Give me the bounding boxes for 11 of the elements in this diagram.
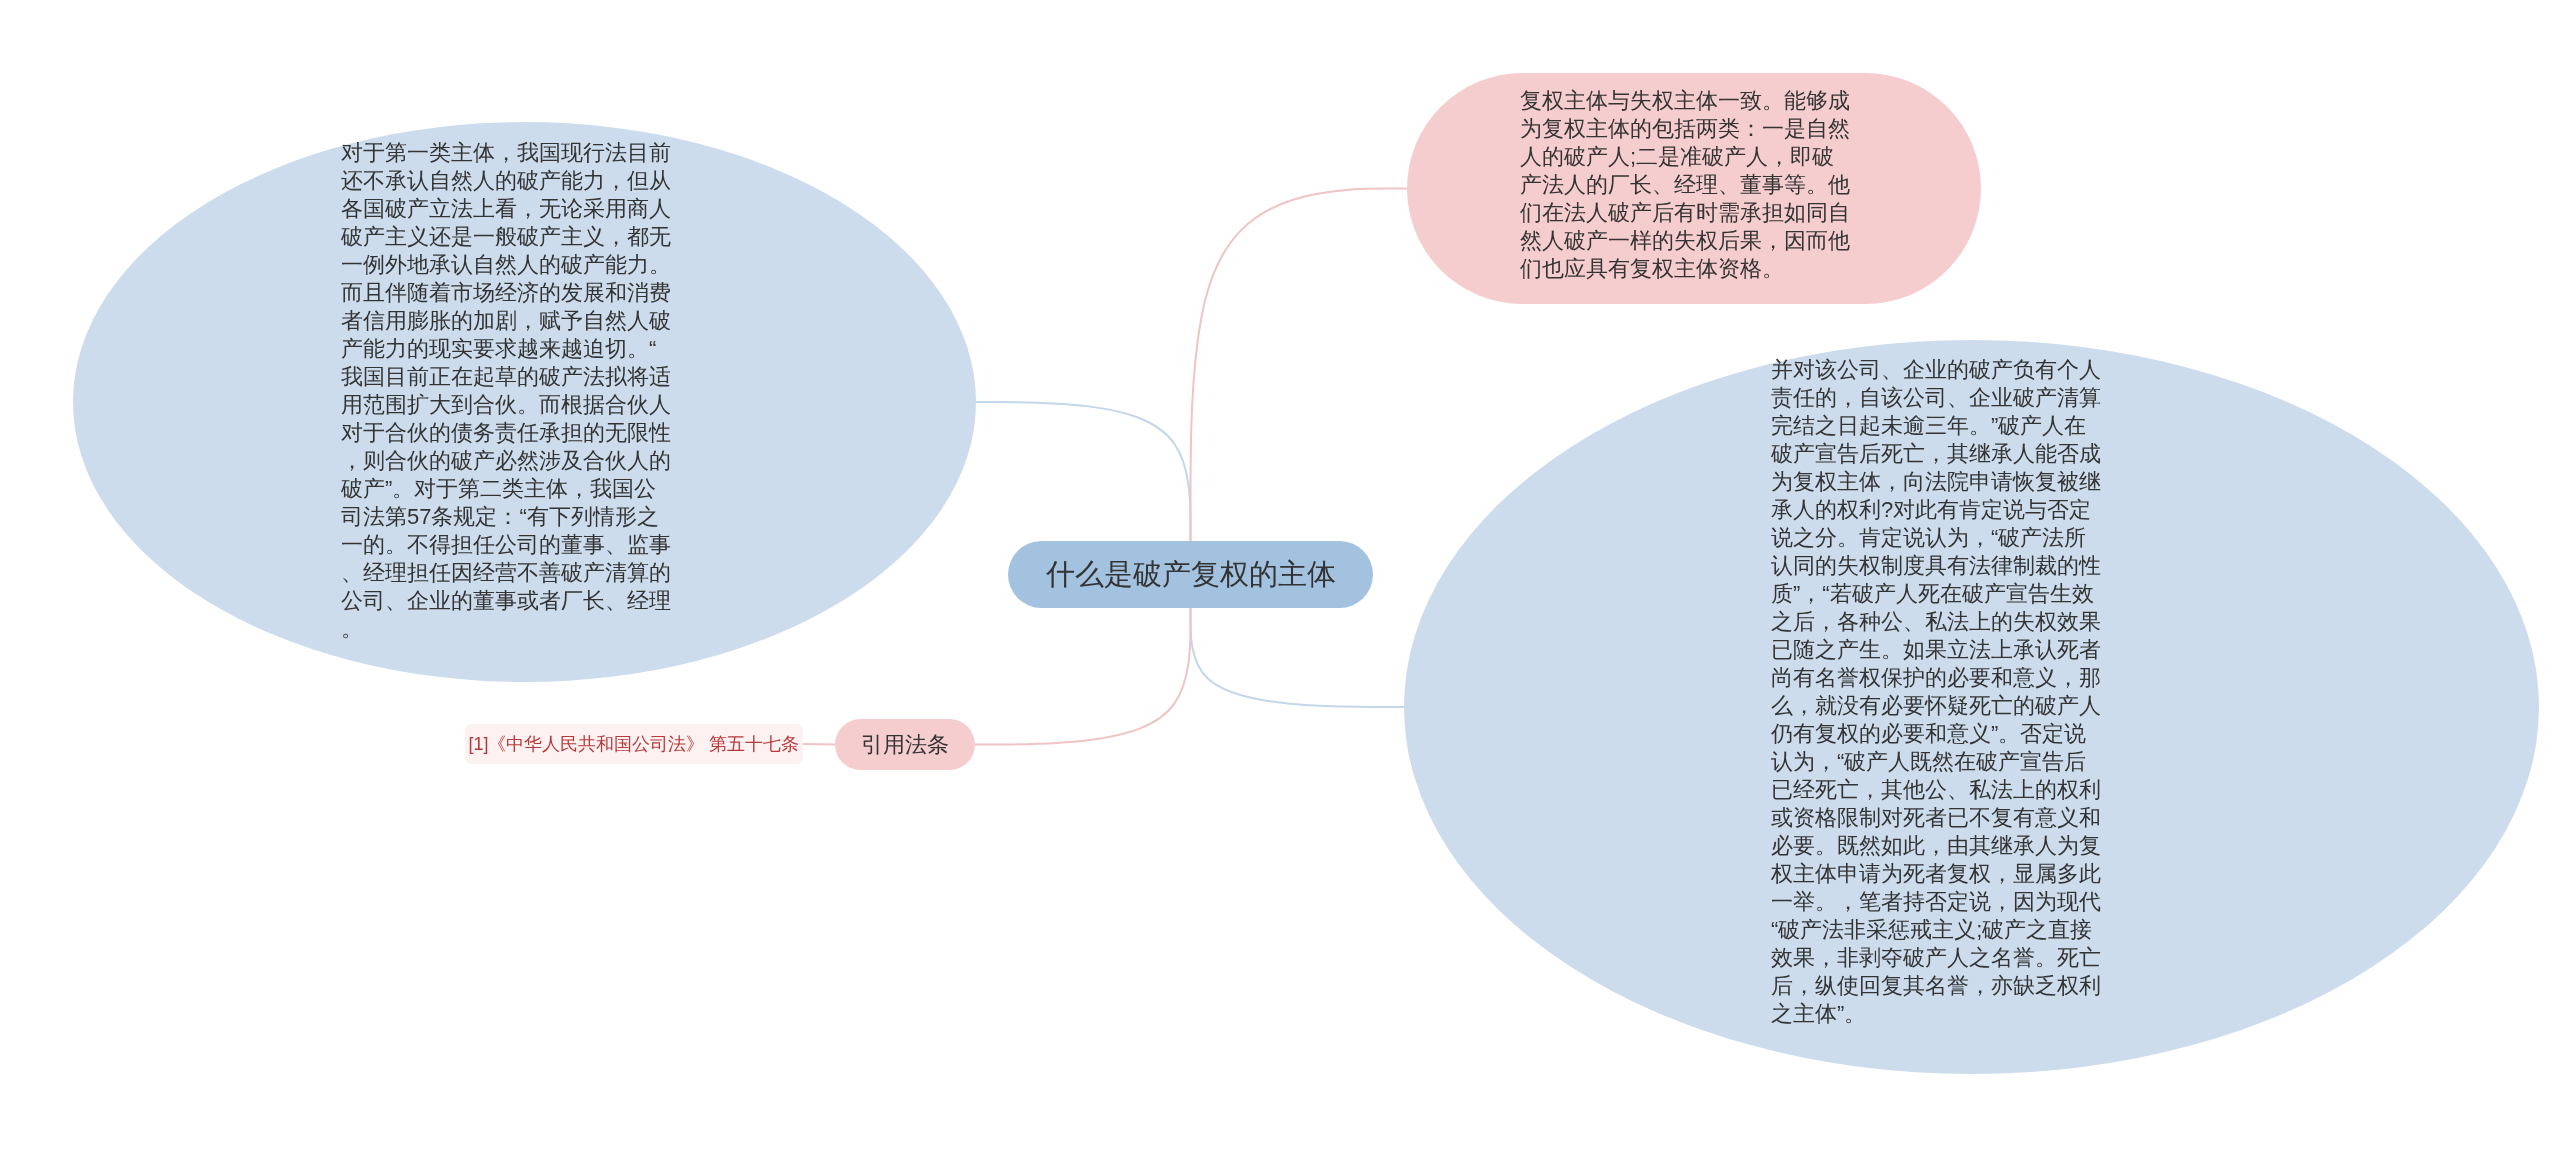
connector-line <box>802 743 836 746</box>
connector-line <box>974 607 1192 746</box>
subtopic-pill <box>835 719 975 770</box>
topic-text: 引用法条 <box>861 730 949 759</box>
connector-line <box>1189 187 1408 542</box>
citation-text: [1]《中华人民共和国公司法》 第五十七条 <box>468 733 800 756</box>
topic-text: 并对该公司、企业的破产负有个人责任的，自该公司、企业破产清算完结之日起未逾三年。”破产人在破产宣告后死亡，其继承人能否成为复权主体，向法院申请恢复被继承人的权利?对此有肯定说与否定说之分。肯定说认为，“破产法所认同的失权制度具有法律制裁的性质”，“若破产人死在破产宣告生效之后，各种公、私法上的失权效果已随之产生。如果立法上承认死者尚有名誉权保护的必要和意义，那么，就没有必要怀疑死亡的破产人仍有复权的必要和意义”。否定说认为，“破产人既然在破产宣告后已经死亡，其他公、私法上的权利或资格限制对死者已不复有意义和必要。既然如此，由其继承人为复权主体申请为死者复权，显属多此一举。，笔者持否定说，因为现代“破产法非采惩戒主义;破产之直接效果，非剥夺破产人之名誉。死亡后，纵使回复其名誉，亦缺乏权利之主体”。 <box>1771 356 2102 1028</box>
citation-tag <box>465 724 803 764</box>
topic-text: 复权主体与失权主体一致。能够成为复权主体的包括两类：一是自然人的破产人;二是准破产人，即破产法人的厂长、经理、董事等。他们在法人破产后有时需承担如同自然人破产一样的失权后果，因而他们也应具有复权主体资格。 <box>1520 87 1851 283</box>
topic-title: 什么是破产复权的主体 <box>1045 556 1336 592</box>
topic-text: 对于第一类主体，我国现行法目前还不承认自然人的破产能力，但从各国破产立法上看，无论采用商人破产主义还是一般破产主义，都无一例外地承认自然人的破产能力。而且伴随着市场经济的发展和消费者信用膨胀的加剧，赋予自然人破产能力的现实要求越来越迫切。“我国目前正在起草的破产法拟将适用范围扩大到合伙。而根据合伙人对于合伙的债务责任承担的无限性，则合伙的破产必然涉及合伙人的破产”。对于第二类主体，我国公司法第57条规定：“有下列情形之一的。不得担任公司的董事、监事、经理担任因经营不善破产清算的公司、企业的董事或者厂长、经理。 <box>341 139 672 643</box>
